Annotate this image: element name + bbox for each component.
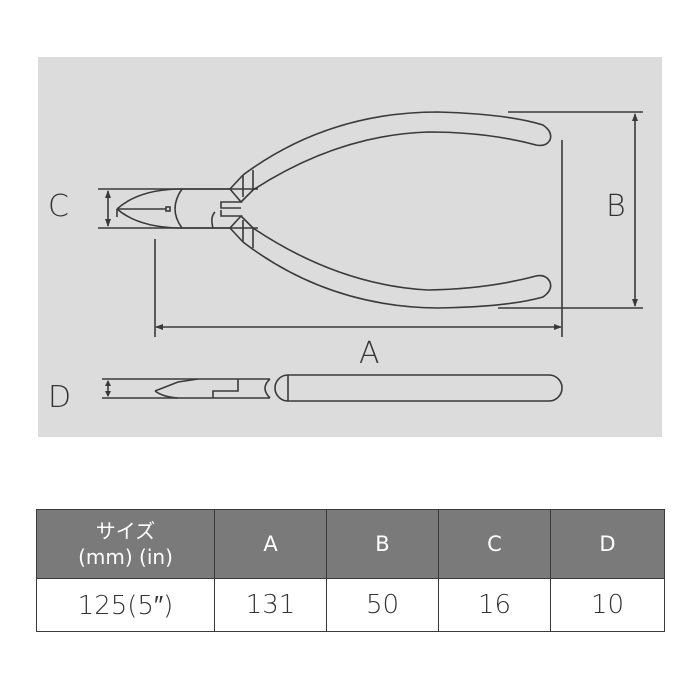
- cell-a: 131: [214, 578, 327, 632]
- cell-c: 16: [438, 578, 551, 632]
- header-d: D: [550, 509, 665, 579]
- cell-size: 125(5″): [36, 578, 215, 632]
- header-size-label: サイズ: [95, 519, 156, 543]
- header-c: C: [438, 509, 551, 579]
- cell-b: 50: [326, 578, 439, 632]
- pliers-drawing: [98, 111, 643, 402]
- header-a: A: [214, 509, 327, 579]
- table-row: 125(5″) 131 50 16 10: [36, 578, 665, 632]
- dimension-label-d: D: [48, 380, 72, 415]
- spec-table: サイズ (mm) (in) A B C D 125(5″) 131 50 16 …: [36, 509, 665, 632]
- cell-d: 10: [550, 578, 665, 632]
- dimension-label-a: A: [359, 336, 380, 371]
- dimension-label-b: B: [606, 189, 626, 224]
- header-row: サイズ (mm) (in) A B C D: [36, 509, 665, 579]
- dimension-label-c: C: [48, 189, 69, 224]
- diagram-panel: C B A D: [38, 57, 662, 437]
- header-size-units: (mm) (in): [78, 545, 173, 569]
- header-size: サイズ (mm) (in): [36, 509, 215, 579]
- header-b: B: [326, 509, 439, 579]
